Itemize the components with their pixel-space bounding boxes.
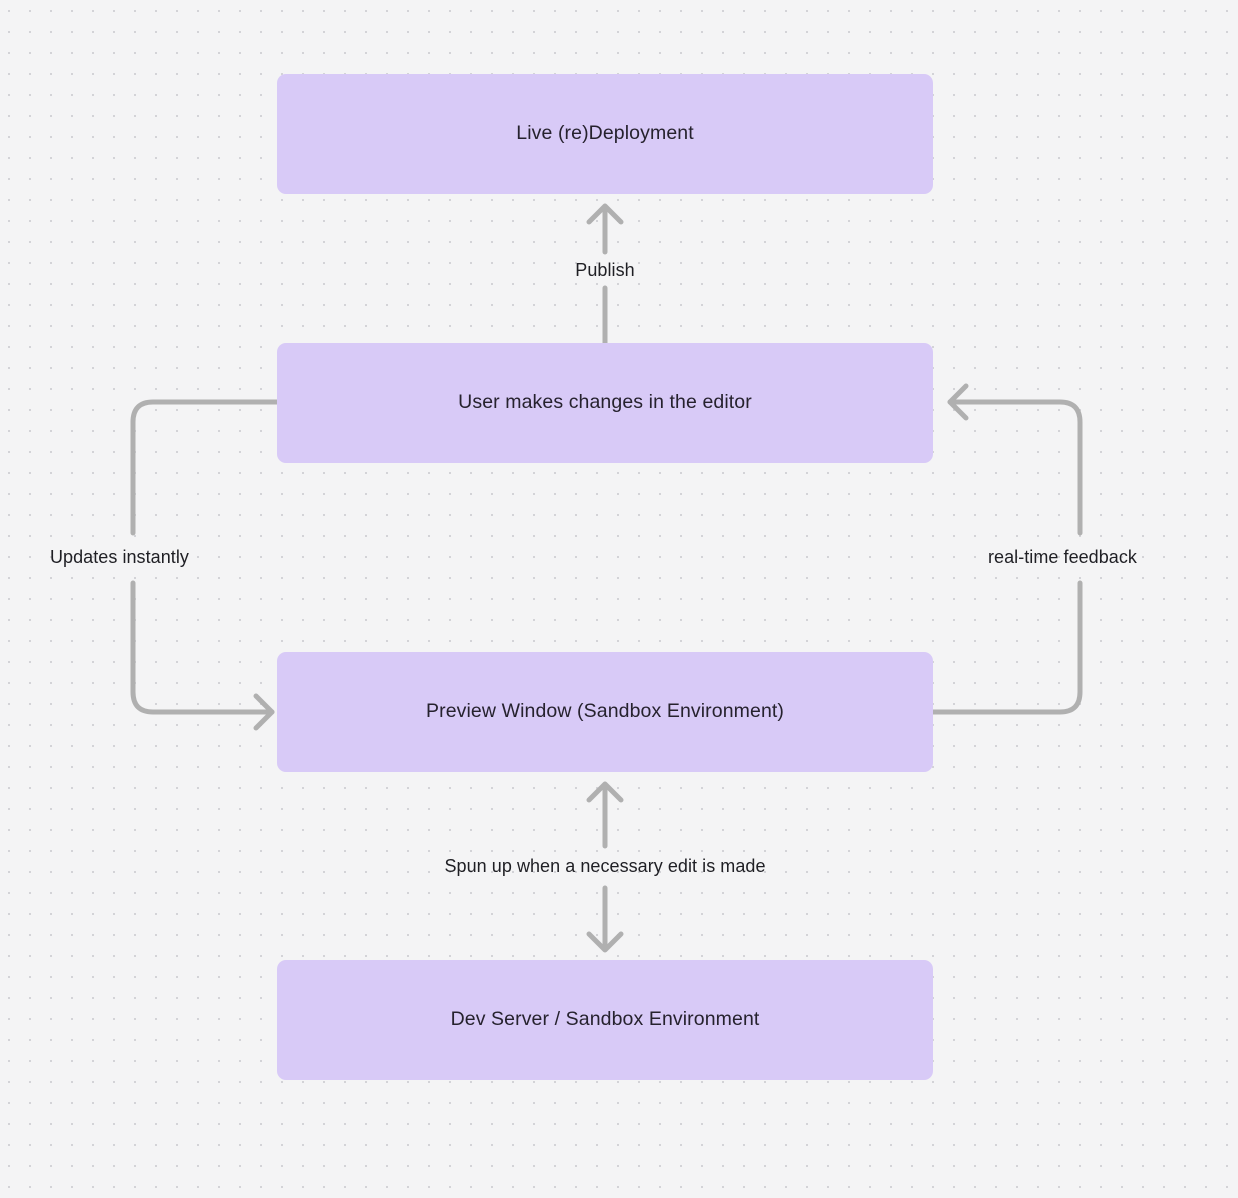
node-user-edits[interactable]: User makes changes in the editor: [277, 343, 933, 463]
node-dev-server[interactable]: Dev Server / Sandbox Environment: [277, 960, 933, 1080]
node-label: Preview Window (Sandbox Environment): [426, 700, 784, 723]
edge-label-publish: Publish: [575, 260, 635, 280]
node-label: User makes changes in the editor: [458, 391, 752, 414]
node-label: Dev Server / Sandbox Environment: [450, 1008, 760, 1031]
edge-label-real-time-feedback: real-time feedback: [988, 547, 1137, 567]
node-label: Live (re)Deployment: [516, 122, 694, 145]
edge-label-spun-up: Spun up when a necessary edit is made: [444, 856, 766, 876]
node-live-deployment[interactable]: Live (re)Deployment: [277, 74, 933, 194]
edge-label-updates-instantly: Updates instantly: [50, 547, 189, 567]
node-preview-window[interactable]: Preview Window (Sandbox Environment): [277, 652, 933, 772]
